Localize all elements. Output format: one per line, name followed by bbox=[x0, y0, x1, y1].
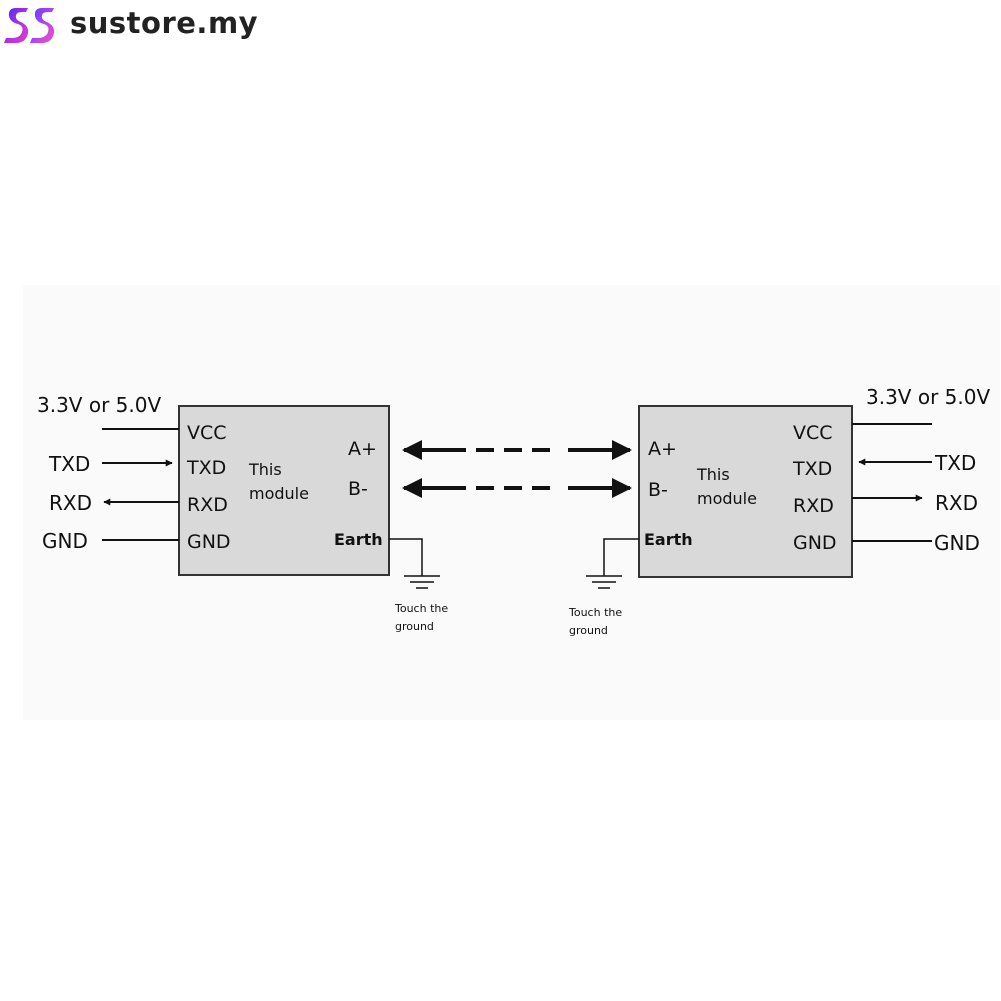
right-module-label-1: This bbox=[696, 465, 730, 484]
left-supply-label: 3.3V or 5.0V bbox=[37, 393, 161, 417]
right-pin-a: A+ bbox=[648, 438, 677, 460]
left-pin-vcc: VCC bbox=[187, 422, 227, 444]
left-earth-ground-icon bbox=[389, 538, 440, 589]
right-module-box bbox=[638, 405, 853, 578]
left-ground-note-2: ground bbox=[395, 620, 434, 633]
brand-name: sustore.my bbox=[70, 6, 259, 40]
right-pin-vcc: VCC bbox=[793, 422, 833, 444]
right-pin-txd: TXD bbox=[792, 458, 832, 480]
right-ground-note-1: Touch the bbox=[568, 606, 622, 619]
right-supply-label: 3.3V or 5.0V bbox=[866, 385, 990, 409]
right-module-label-2: module bbox=[697, 489, 757, 508]
left-pin-gnd: GND bbox=[187, 531, 231, 553]
right-ext-rxd-label: RXD bbox=[935, 491, 978, 515]
right-ground-note-2: ground bbox=[569, 624, 608, 637]
left-ext-txd-label: TXD bbox=[48, 452, 90, 476]
left-ext-gnd-label: GND bbox=[42, 529, 88, 553]
right-pin-gnd: GND bbox=[793, 532, 837, 554]
brand-logo: sustore.my bbox=[4, 2, 258, 46]
left-pin-txd: TXD bbox=[186, 457, 226, 479]
ss-logo-icon bbox=[4, 8, 55, 43]
left-pin-b: B- bbox=[348, 478, 368, 500]
left-module-box bbox=[178, 405, 390, 576]
right-pin-b: B- bbox=[648, 479, 668, 501]
left-ext-rxd-label: RXD bbox=[49, 491, 92, 515]
left-module-label-2: module bbox=[249, 484, 309, 503]
right-pin-rxd: RXD bbox=[793, 495, 834, 517]
left-pin-earth: Earth bbox=[334, 530, 383, 549]
left-module-label-1: This bbox=[248, 460, 282, 479]
right-pin-earth: Earth bbox=[644, 530, 693, 549]
left-pin-a: A+ bbox=[348, 438, 377, 460]
left-ground-note-1: Touch the bbox=[394, 602, 448, 615]
right-ext-gnd-label: GND bbox=[934, 531, 980, 555]
left-pin-rxd: RXD bbox=[187, 494, 228, 516]
right-earth-ground-icon bbox=[586, 538, 639, 589]
right-ext-txd-label: TXD bbox=[934, 451, 976, 475]
